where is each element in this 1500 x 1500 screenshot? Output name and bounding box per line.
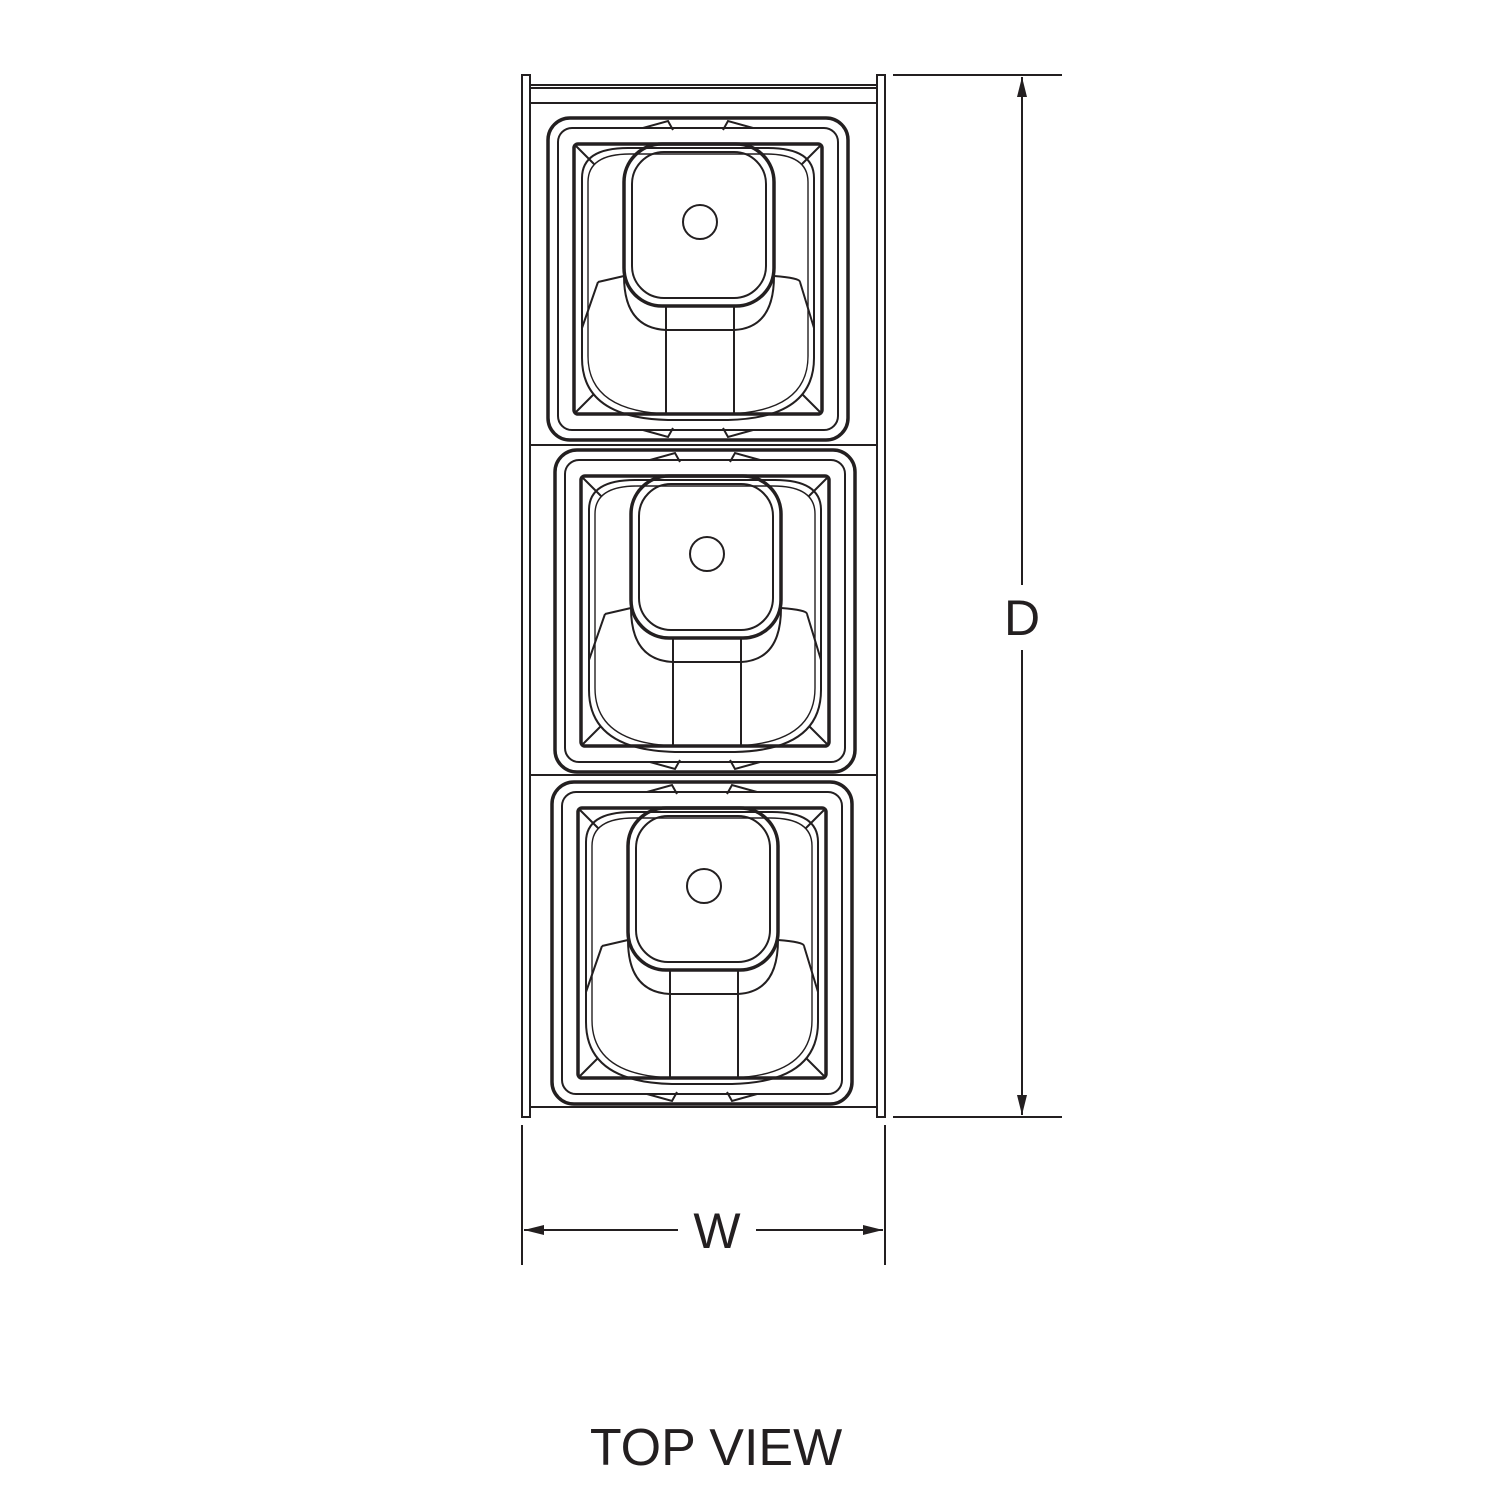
view-title: TOP VIEW xyxy=(590,1419,842,1477)
width-label: W xyxy=(693,1203,741,1259)
condiment-container-2 xyxy=(553,448,857,774)
width-dimension: W xyxy=(521,1125,886,1265)
depth-label: D xyxy=(1004,590,1040,646)
condiment-container-3 xyxy=(550,780,854,1106)
depth-dimension: D xyxy=(893,74,1062,1118)
condiment-container-1 xyxy=(546,116,850,442)
rack-frame xyxy=(521,74,886,1118)
